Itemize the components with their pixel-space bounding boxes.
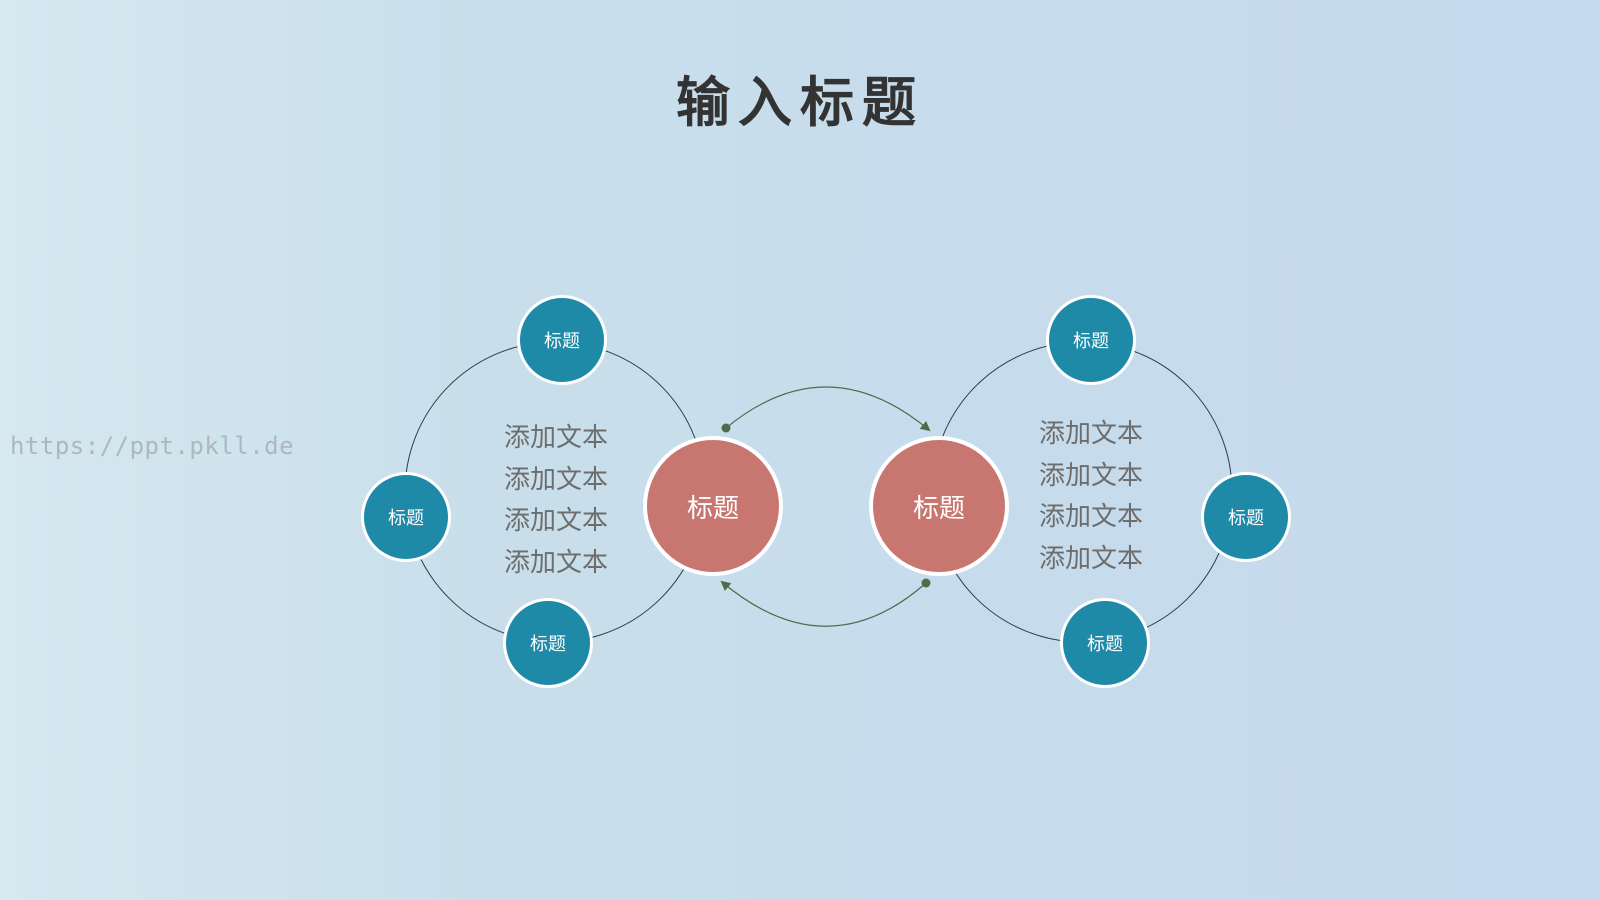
right-satellite-bottom[interactable]: 标题 [1060,598,1150,688]
left-text-line: 添加文本 [503,506,608,536]
left-satellite-top[interactable]: 标题 [517,295,607,385]
arrow-bottom-start-dot [921,578,931,588]
left-text-line: 添加文本 [503,423,608,453]
right-satellite-right[interactable]: 标题 [1201,472,1291,562]
arrow-top [725,386,931,432]
right-text-line: 添加文本 [1038,419,1143,449]
watermark: https://ppt.pkll.de [10,432,295,460]
right-text-line: 添加文本 [1038,543,1143,574]
left-center-node[interactable]: 标题 [643,436,783,576]
left-text-line: 添加文本 [503,464,608,495]
arrow-top-start-dot [721,423,731,433]
right-text-line: 添加文本 [1038,460,1143,491]
left-satellite-left[interactable]: 标题 [361,472,451,562]
left-text-block: 添加文本 添加文本 添加文本 添加文本 [456,418,656,584]
right-satellite-top[interactable]: 标题 [1046,295,1136,385]
right-text-block: 添加文本 添加文本 添加文本 添加文本 [991,414,1191,580]
left-satellite-bottom[interactable]: 标题 [503,598,593,688]
arrow-bottom [720,580,927,627]
right-center-node[interactable]: 标题 [869,436,1009,576]
slide-title: 输入标题 [676,71,924,134]
left-text-line: 添加文本 [503,547,608,578]
right-text-line: 添加文本 [1038,502,1143,532]
